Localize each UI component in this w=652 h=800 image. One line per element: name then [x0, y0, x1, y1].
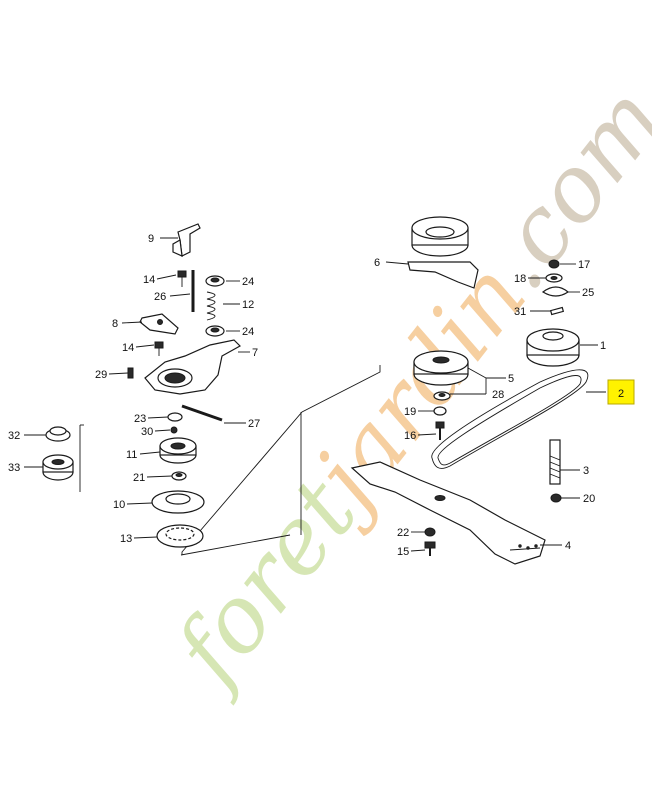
part-8-bracket	[139, 313, 179, 335]
callout-24-top: 24	[242, 276, 254, 288]
callout-5: 5	[508, 373, 514, 385]
part-23-washer	[167, 412, 183, 422]
part-22-washer	[424, 527, 436, 537]
part-18-washer	[545, 273, 563, 283]
part-1-pulley	[526, 328, 580, 367]
part-7-arm	[144, 339, 241, 395]
part-27-bolt	[181, 404, 223, 422]
part-33-bearing	[42, 454, 74, 481]
callout-labels: 1 3 4 5 6 7 8 9 10 11 12 13 14 14 15 16 …	[8, 233, 606, 558]
part-14-screw-middle	[154, 341, 164, 356]
callout-18: 18	[514, 273, 526, 285]
callout-33: 33	[8, 462, 20, 474]
part-20-nut	[550, 493, 562, 503]
callout-28: 28	[492, 389, 504, 401]
callout-11: 11	[126, 449, 137, 461]
callout-15: 15	[397, 546, 409, 558]
callout-32: 32	[8, 430, 20, 442]
part-11-pulley	[159, 437, 197, 464]
highlight-box	[607, 379, 635, 405]
part-10-disc	[151, 490, 205, 514]
callout-10: 10	[113, 499, 125, 511]
callout-27: 27	[248, 418, 260, 430]
callout-29: 29	[95, 369, 107, 381]
part-2-belt	[431, 369, 589, 469]
part-6-pulley-bracket	[407, 216, 479, 289]
leader-lines	[24, 237, 606, 552]
callout-14-middle: 14	[122, 342, 134, 354]
callout-31: 31	[514, 306, 526, 318]
callout-20: 20	[583, 493, 595, 505]
callout-7: 7	[252, 347, 258, 359]
callout-8: 8	[112, 318, 118, 330]
part-16-bolt	[435, 421, 445, 440]
part-19-washer	[433, 406, 447, 416]
part-15-bolt	[424, 541, 436, 556]
part-9-bracket	[172, 223, 201, 257]
callout-2: 2	[618, 388, 624, 400]
part-12-spring	[206, 291, 216, 321]
part-17-nut	[548, 259, 560, 269]
callout-21: 21	[133, 472, 145, 484]
part-24-washer-bottom	[205, 325, 225, 337]
part-13-gear	[156, 524, 204, 548]
part-29-pin	[127, 367, 134, 379]
part-30-nut	[170, 426, 178, 434]
callout-1: 1	[600, 340, 606, 352]
part-4-blade	[350, 461, 546, 565]
part-14-screw-top	[177, 270, 187, 287]
callout-6: 6	[374, 257, 380, 269]
callout-26: 26	[154, 291, 166, 303]
part-31-key	[549, 306, 565, 316]
callout-3: 3	[583, 465, 589, 477]
part-3-shaft	[549, 439, 561, 485]
callout-12: 12	[242, 299, 254, 311]
part-28-pulley	[413, 350, 469, 386]
part-21-nut	[171, 471, 187, 481]
callout-4: 4	[565, 540, 571, 552]
callout-30: 30	[141, 426, 153, 438]
callout-24-bottom: 24	[242, 326, 254, 338]
part-32-cap	[45, 426, 71, 442]
highlight-part-2: 2	[607, 379, 635, 405]
callout-17: 17	[578, 259, 590, 271]
callout-19: 19	[404, 406, 416, 418]
callout-22: 22	[397, 527, 409, 539]
part-24-washer-top	[205, 275, 225, 287]
callout-25: 25	[582, 287, 594, 299]
callout-13: 13	[120, 533, 132, 545]
part-28-washer	[433, 391, 451, 401]
callout-14-top: 14	[143, 274, 155, 286]
assembly-divider	[79, 365, 381, 556]
callout-16: 16	[404, 430, 416, 442]
callout-9: 9	[148, 233, 154, 245]
callout-23: 23	[134, 413, 146, 425]
